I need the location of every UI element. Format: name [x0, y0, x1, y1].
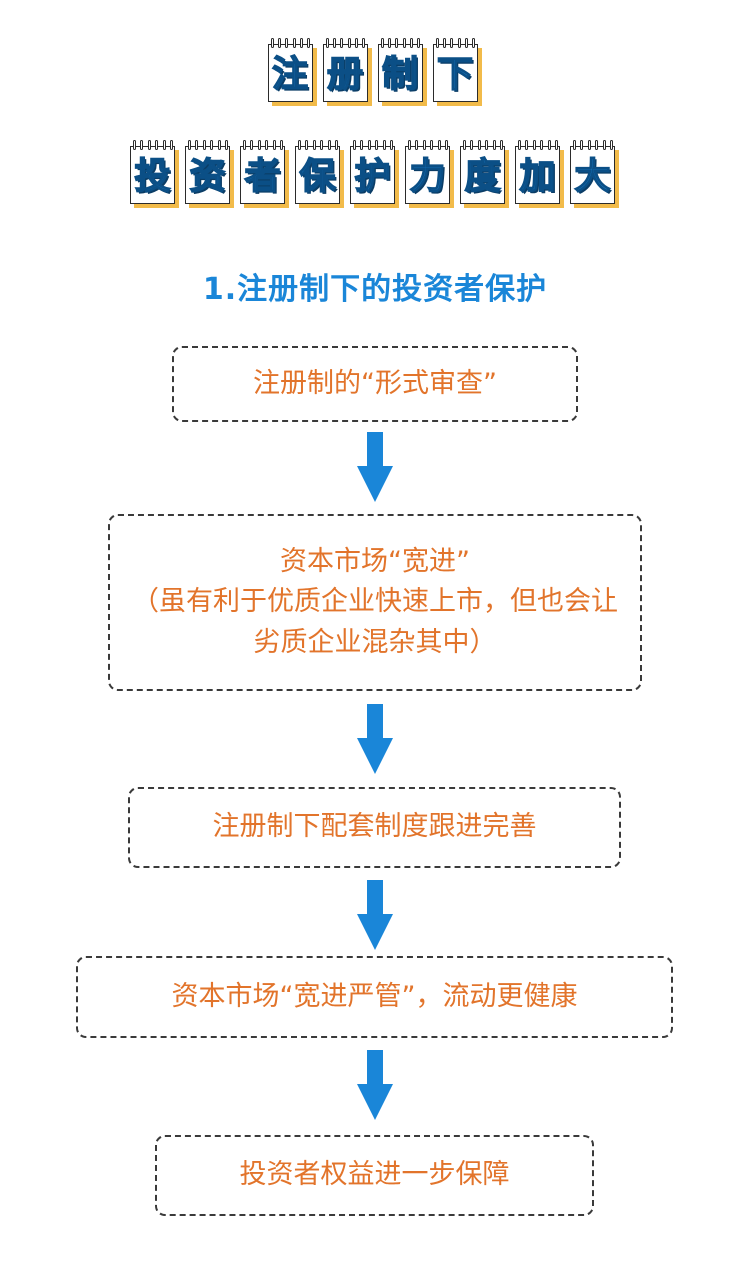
title-char: 保: [299, 156, 337, 197]
spiral-binding-icon: [188, 140, 228, 150]
spiral-binding-icon: [325, 38, 366, 48]
down-arrow-icon: [357, 432, 393, 502]
flow-step-2: 资本市场“宽进” （虽有利于优质企业快速上市，但也会让 劣质企业混杂其中）: [108, 514, 642, 691]
title-char: 投: [134, 156, 172, 197]
spiral-binding-icon: [573, 140, 613, 150]
title-tile: 注: [267, 38, 318, 104]
spiral-binding-icon: [243, 140, 283, 150]
spiral-binding-icon: [408, 140, 448, 150]
flow-step-1: 注册制的“形式审查”: [172, 346, 578, 422]
flow-step-text: 劣质企业混杂其中）: [253, 626, 497, 658]
title-row-2: 投 资 者 保 护 力 度 加 大: [0, 140, 750, 206]
title-tile: 大: [570, 140, 620, 206]
flow-step-5: 投资者权益进一步保障: [155, 1135, 594, 1216]
flow-step-text: 资本市场“宽进严管”，流动更健康: [171, 980, 578, 1012]
flow-step-text: 资本市场“宽进”: [280, 545, 470, 577]
title-char: 力: [409, 156, 447, 197]
title-tile: 资: [185, 140, 235, 206]
title-char: 资: [189, 156, 227, 197]
spiral-binding-icon: [353, 140, 393, 150]
title-tile: 护: [350, 140, 400, 206]
title-char: 者: [244, 156, 282, 197]
title-char: 下: [436, 54, 474, 95]
title-char: 度: [464, 156, 502, 197]
flow-step-4: 资本市场“宽进严管”，流动更健康: [76, 956, 673, 1038]
flow-step-3: 注册制下配套制度跟进完善: [128, 787, 621, 868]
title-tile: 投: [130, 140, 180, 206]
spiral-binding-icon: [270, 38, 311, 48]
title-char: 制: [381, 54, 419, 95]
spiral-binding-icon: [298, 140, 338, 150]
title-tile: 加: [515, 140, 565, 206]
title-char: 护: [354, 156, 392, 197]
title-tile: 下: [432, 38, 483, 104]
section-subtitle: 1.注册制下的投资者保护: [202, 272, 548, 307]
spiral-binding-icon: [518, 140, 558, 150]
title-tile: 保: [295, 140, 345, 206]
title-tile: 册: [322, 38, 373, 104]
down-arrow-icon: [357, 704, 393, 774]
title-tile: 者: [240, 140, 290, 206]
down-arrow-icon: [357, 1050, 393, 1120]
flow-step-text: （虽有利于优质企业快速上市，但也会让: [132, 586, 618, 618]
spiral-binding-icon: [435, 38, 476, 48]
title-tile: 制: [377, 38, 428, 104]
title-tile: 力: [405, 140, 455, 206]
spiral-binding-icon: [380, 38, 421, 48]
spiral-binding-icon: [463, 140, 503, 150]
title-char: 大: [574, 156, 612, 197]
title-char: 注: [271, 54, 309, 95]
flow-step-text: 注册制下配套制度跟进完善: [212, 811, 537, 843]
flow-step-text: 注册制的“形式审查”: [253, 367, 497, 399]
title-char: 册: [326, 54, 364, 95]
spiral-binding-icon: [133, 140, 173, 150]
flow-step-text: 投资者权益进一步保障: [239, 1159, 510, 1191]
title-char: 加: [519, 156, 557, 197]
title-row-1: 注 册 制 下: [0, 38, 750, 104]
title-tile: 度: [460, 140, 510, 206]
down-arrow-icon: [357, 880, 393, 950]
